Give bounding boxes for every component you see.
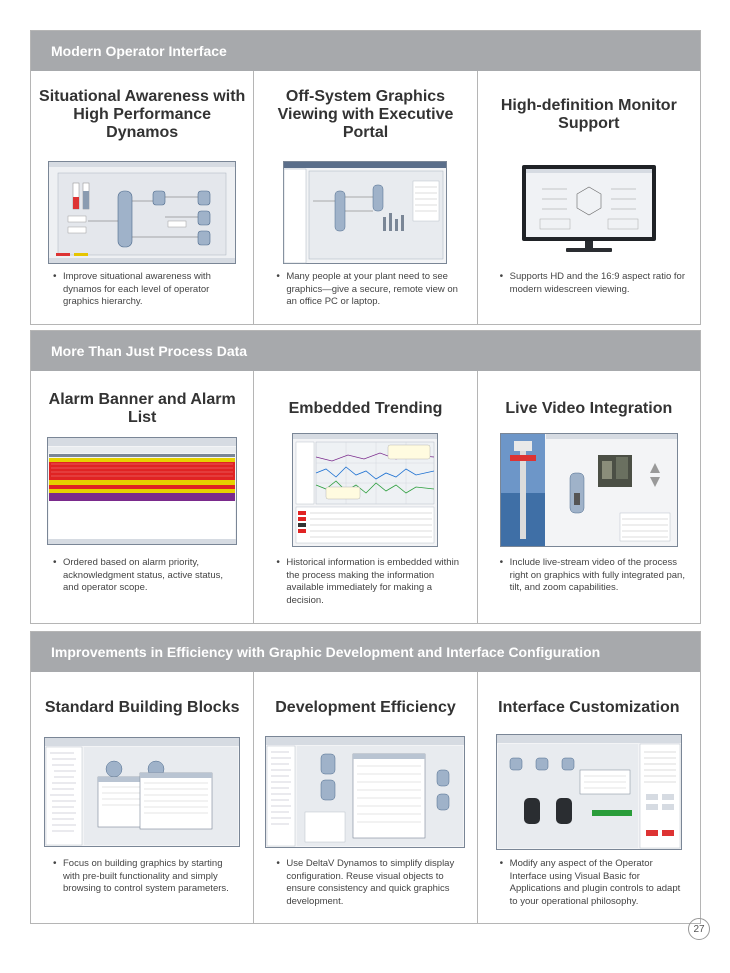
section-header: Improvements in Efficiency with Graphic … (31, 632, 700, 672)
feature-description: Supports HD and the 16:9 aspect ratio fo… (500, 271, 688, 296)
building-blocks-screenshot (44, 737, 241, 847)
feature-title: Alarm Banner and Alarm List (48, 391, 236, 426)
feature-hd-monitor: High-definition Monitor Support Supports… (478, 71, 700, 324)
feature-description: Use DeltaV Dynamos to simplify display c… (276, 858, 464, 908)
page-number: 27 (688, 918, 710, 940)
feature-live-video: Live Video Integration Include live-stre… (478, 371, 700, 623)
live-video-screenshot (499, 433, 678, 547)
feature-alarm-banner: Alarm Banner and Alarm List Ordered base… (31, 371, 255, 623)
hd-monitor-illustration (521, 165, 656, 252)
feature-description: Focus on building graphics by starting w… (53, 858, 241, 896)
feature-title: Live Video Integration (505, 400, 673, 417)
feature-title: Standard Building Blocks (44, 699, 240, 716)
feature-title: Embedded Trending (288, 400, 443, 417)
dynamos-screenshot (48, 161, 237, 264)
feature-description: Include live-stream video of the process… (500, 557, 688, 595)
alarm-list-screenshot (47, 437, 238, 545)
section-header: More Than Just Process Data (31, 331, 700, 371)
feature-description: Historical information is embedded withi… (276, 557, 464, 607)
section-more-than-process-data: More Than Just Process Data Alarm Banner… (30, 330, 701, 624)
feature-title: High-definition Monitor Support (500, 97, 677, 132)
interface-customization-screenshot (495, 734, 682, 850)
feature-description: Modify any aspect of the Operator Interf… (500, 858, 688, 908)
executive-portal-screenshot (283, 161, 448, 264)
feature-title: Off-System Graphics Viewing with Executi… (277, 88, 454, 141)
feature-executive-portal: Off-System Graphics Viewing with Executi… (254, 71, 478, 324)
section-header: Modern Operator Interface (31, 31, 700, 71)
feature-title: Development Efficiency (275, 699, 456, 716)
section-modern-operator-interface: Modern Operator Interface Situational Aw… (30, 30, 701, 325)
feature-situational-awareness: Situational Awareness with High Performa… (31, 71, 255, 324)
feature-description: Many people at your plant need to see gr… (276, 271, 464, 309)
development-efficiency-screenshot (265, 736, 466, 848)
trend-screenshot (292, 433, 439, 547)
feature-title: Situational Awareness with High Performa… (39, 88, 246, 141)
section-efficiency: Improvements in Efficiency with Graphic … (30, 631, 701, 924)
feature-description: Ordered based on alarm priority, acknowl… (53, 557, 241, 595)
feature-development-efficiency: Development Efficiency Use DeltaV Dynamo… (254, 672, 478, 923)
feature-building-blocks: Standard Building Blocks Focus on buildi… (31, 672, 255, 923)
feature-embedded-trending: Embedded Trending Historical information… (254, 371, 478, 623)
feature-title: Interface Customization (498, 699, 680, 716)
feature-interface-customization: Interface Customization Modify any a (478, 672, 700, 923)
feature-description: Improve situational awareness with dynam… (53, 271, 241, 309)
